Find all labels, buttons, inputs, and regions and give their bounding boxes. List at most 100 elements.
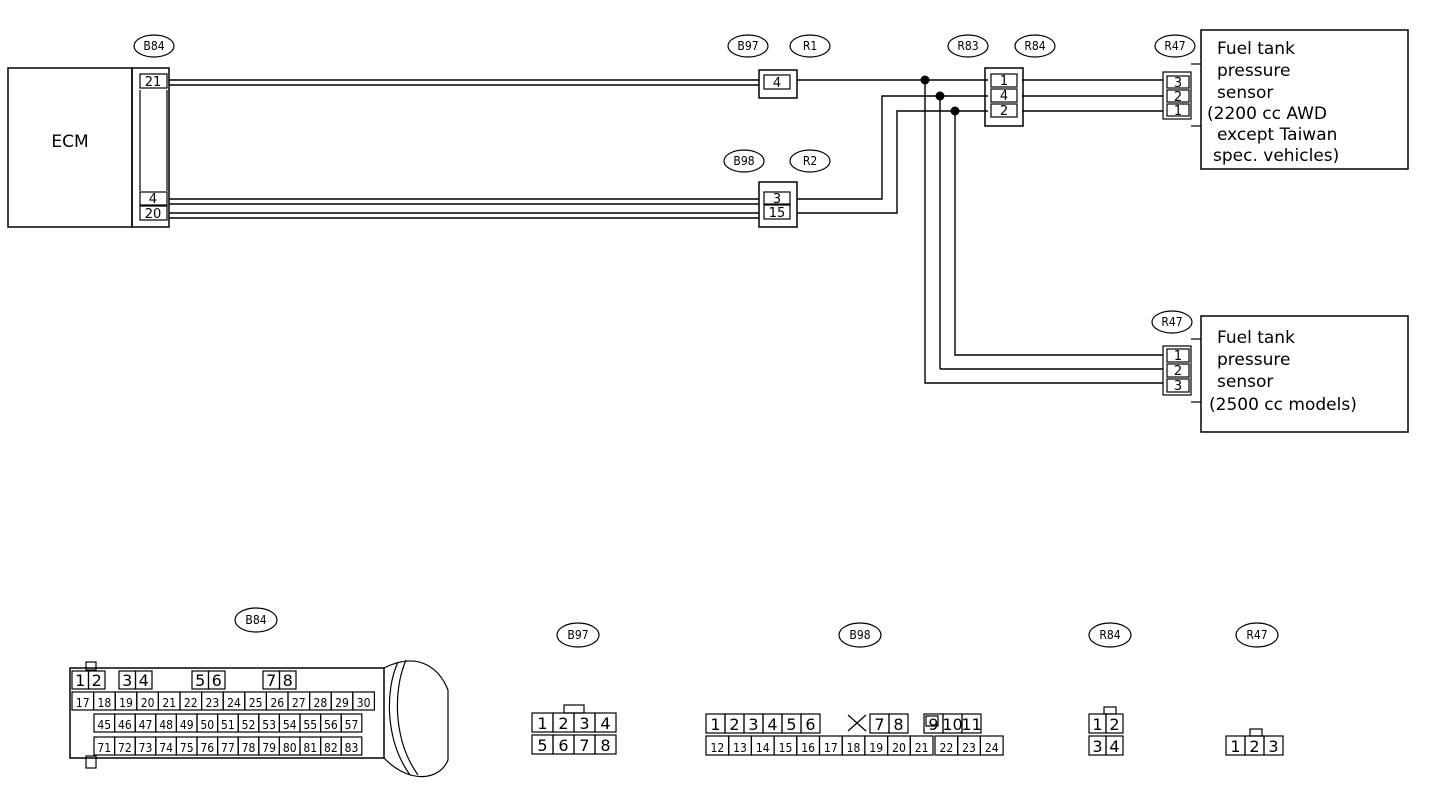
sensor-top-line-4: (2200 cc AWD bbox=[1207, 104, 1327, 124]
b98-joint-box bbox=[758, 181, 798, 228]
tag-b98 bbox=[723, 149, 765, 173]
b98-r2-pin-18: 18 bbox=[847, 741, 861, 755]
r47-r1-pin-3: 3 bbox=[1268, 737, 1278, 756]
ecm-connector-strip bbox=[131, 67, 170, 228]
b97-pin-box bbox=[763, 74, 791, 90]
sensor-top-box bbox=[1200, 29, 1409, 170]
r47-r1-pin-1: 1 bbox=[1230, 737, 1240, 756]
b98-r1-pin-3: 3 bbox=[748, 715, 758, 734]
junction-dot-1 bbox=[920, 75, 930, 85]
r47-top-pin-box-3 bbox=[1166, 75, 1190, 89]
sensor-top-line-6: spec. vehicles) bbox=[1213, 146, 1339, 166]
tag-r83 bbox=[947, 34, 989, 58]
ecm-pin-box-21 bbox=[139, 73, 168, 89]
sensor-bottom-line-2: pressure bbox=[1217, 350, 1290, 370]
wire-21-b bbox=[797, 79, 1163, 384]
b84-r4-pin-78: 78 bbox=[242, 741, 256, 755]
b98-r2-pin-20: 20 bbox=[892, 741, 906, 755]
b84-r2-pin-24: 24 bbox=[227, 696, 241, 710]
tag-r47-top bbox=[1154, 34, 1196, 58]
r47-r1-pin-2: 2 bbox=[1249, 737, 1259, 756]
b84-r1-pin-4: 4 bbox=[139, 671, 149, 690]
b98-r2-pin-14: 14 bbox=[756, 741, 770, 755]
r84-pin-1: 1 bbox=[1000, 74, 1008, 89]
b84-r1-pin-8: 8 bbox=[283, 671, 293, 690]
b84-r3-cell-57 bbox=[340, 713, 363, 733]
b97-r2-pin-5: 5 bbox=[537, 736, 547, 755]
r84-pin-box-2 bbox=[990, 103, 1018, 118]
b97-joint-box bbox=[758, 69, 798, 99]
b84-r1-cell-4 bbox=[134, 670, 153, 690]
b98-pin-box-15 bbox=[763, 204, 791, 220]
b97-r2-cell-8 bbox=[594, 734, 617, 755]
r47-top-pin-box-2 bbox=[1166, 89, 1190, 103]
b84-r1-pin-5: 5 bbox=[195, 671, 205, 690]
r84-joint-box bbox=[984, 67, 1024, 127]
wire-20-d bbox=[954, 111, 1163, 356]
wire-20-b bbox=[797, 110, 988, 214]
r84-r2-pin-3: 3 bbox=[1092, 737, 1102, 756]
ecm-pin-20: 20 bbox=[145, 207, 162, 222]
tag-b84-top-text: B84 bbox=[143, 39, 164, 53]
b98-r1-pin-4: 4 bbox=[767, 715, 777, 734]
b98-r1-cell-6 bbox=[800, 713, 821, 734]
face-tag-r84-text: R84 bbox=[1099, 628, 1120, 642]
b97-r1-pin-2: 2 bbox=[558, 714, 568, 733]
sensor-top-line-1: Fuel tank bbox=[1217, 39, 1295, 59]
b84-r3-pin-54: 54 bbox=[283, 718, 297, 732]
b98-r1-pin-5: 5 bbox=[786, 715, 796, 734]
tag-r47-bottom-text: R47 bbox=[1161, 315, 1182, 329]
tag-b98-text: B98 bbox=[733, 154, 754, 168]
b84-r4-pin-71: 71 bbox=[97, 741, 111, 755]
b84-face-foot-left bbox=[85, 755, 97, 769]
b98-r2-pin-16: 16 bbox=[801, 741, 815, 755]
b98-r1-cell-11 bbox=[961, 713, 982, 734]
face-tag-r84 bbox=[1088, 622, 1132, 648]
b84-r1-pin-7: 7 bbox=[266, 671, 276, 690]
sensor-bottom-line-4: (2500 cc models) bbox=[1209, 395, 1357, 415]
b84-r3-pin-48: 48 bbox=[159, 718, 173, 732]
b84-r2-cell-30 bbox=[352, 691, 375, 711]
face-tag-b84-text: B84 bbox=[245, 613, 266, 627]
tag-r84 bbox=[1014, 34, 1056, 58]
b84-face-break-1 bbox=[388, 661, 411, 776]
r47-bottom-pin-2: 2 bbox=[1174, 364, 1182, 379]
r84-face-latch bbox=[1103, 706, 1117, 715]
tag-r1 bbox=[789, 34, 831, 58]
ecm-label: ECM bbox=[51, 132, 88, 152]
tag-r2 bbox=[789, 149, 831, 173]
b84-r4-pin-76: 76 bbox=[200, 741, 214, 755]
b84-r4-pin-73: 73 bbox=[139, 741, 153, 755]
face-tag-r47-text: R47 bbox=[1246, 628, 1267, 642]
b84-r3-pin-55: 55 bbox=[303, 718, 317, 732]
r84-pin-box-1 bbox=[990, 73, 1018, 88]
b84-r3-pin-45: 45 bbox=[97, 718, 111, 732]
r47-r1-cell-3 bbox=[1263, 735, 1284, 756]
ecm-pin-21: 21 bbox=[145, 75, 162, 90]
sensor-top-line-5: except Taiwan bbox=[1217, 125, 1337, 145]
ecm-pin-box-20 bbox=[139, 205, 168, 221]
b98-face-blank-x-b bbox=[847, 714, 867, 732]
b84-r4-cell-83 bbox=[340, 736, 363, 756]
b84-r2-pin-30: 30 bbox=[357, 696, 371, 710]
r47-top-pin-box-1 bbox=[1166, 103, 1190, 117]
b84-r3-pin-50: 50 bbox=[200, 718, 214, 732]
r47-top-pin-3: 3 bbox=[1174, 76, 1182, 91]
b84-r4-pin-74: 74 bbox=[159, 741, 173, 755]
face-tag-b97-text: B97 bbox=[567, 628, 588, 642]
sensor-bottom-box bbox=[1200, 315, 1409, 433]
b84-r1-cell-8 bbox=[278, 670, 297, 690]
b98-r2-pin-15: 15 bbox=[779, 741, 793, 755]
b84-r4-pin-81: 81 bbox=[303, 741, 317, 755]
b84-r1-pin-2: 2 bbox=[92, 671, 102, 690]
b84-r2-pin-21: 21 bbox=[162, 696, 176, 710]
b84-r3-pin-52: 52 bbox=[242, 718, 256, 732]
tag-r2-text: R2 bbox=[803, 154, 817, 168]
b84-r1-cell-6 bbox=[207, 670, 226, 690]
b84-r4-pin-72: 72 bbox=[118, 741, 132, 755]
face-tag-b97 bbox=[556, 622, 600, 648]
sensor-top-line-2: pressure bbox=[1217, 61, 1290, 81]
b84-r3-pin-47: 47 bbox=[139, 718, 153, 732]
